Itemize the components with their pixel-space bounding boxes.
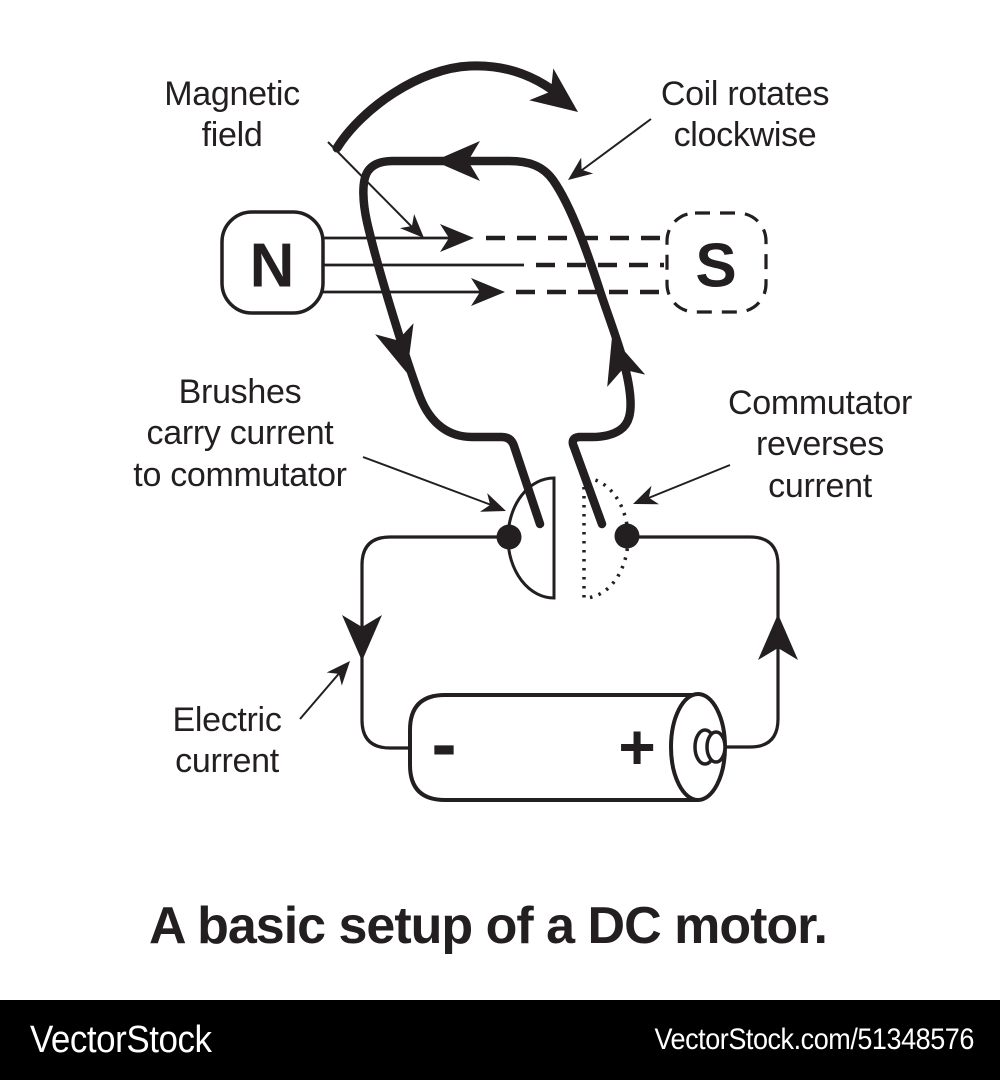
dc-motor-diagram-canvas: N S bbox=[220, 61, 798, 802]
magnetic-field-lines bbox=[323, 235, 664, 295]
commutator-pointer bbox=[645, 464, 731, 500]
north-magnet-box bbox=[220, 210, 325, 315]
electric-current-label: Electric current bbox=[172, 701, 282, 781]
watermark-brand: VectorStock bbox=[30, 1018, 212, 1061]
battery-negative-sign: - bbox=[431, 702, 456, 787]
commutator-label: Commutator reverses current bbox=[727, 384, 913, 505]
brush-contact-left bbox=[496, 524, 522, 550]
south-magnet: S bbox=[665, 211, 768, 314]
south-magnet-letter: S bbox=[695, 232, 736, 301]
magnetic-field-label: Magnetic field bbox=[164, 75, 300, 155]
electric-current-pointer bbox=[299, 669, 343, 720]
south-magnet-box bbox=[665, 211, 768, 314]
brushes-label: Brushes carry current to commutator bbox=[133, 373, 347, 494]
coil-rotation-label: Coil rotates clockwise bbox=[660, 75, 830, 155]
magnetic-field-pointer bbox=[327, 141, 413, 228]
diagram-caption: A basic setup of a DC motor. bbox=[149, 897, 828, 955]
brush-contact-right bbox=[614, 523, 640, 549]
battery-body bbox=[408, 693, 698, 802]
commutator-pointer-head bbox=[629, 485, 659, 514]
watermark-credit-link[interactable]: VectorStock.com/51348576 bbox=[654, 1023, 975, 1056]
coil-loop bbox=[359, 156, 635, 529]
battery-positive-sign: + bbox=[618, 711, 655, 783]
battery-terminal-nub-tip bbox=[705, 730, 727, 764]
north-magnet-letter: N bbox=[250, 232, 295, 301]
coil-rotation-pointer bbox=[577, 118, 652, 174]
battery: - + bbox=[408, 692, 727, 802]
coil-rotation-pointer-head bbox=[561, 157, 594, 188]
north-magnet: N bbox=[220, 210, 325, 315]
rotation-arrow-arc bbox=[332, 61, 569, 153]
brushes-pointer-head bbox=[480, 493, 510, 521]
label-pointer-arrows bbox=[299, 118, 731, 720]
watermark-bar: VectorStock VectorStock.com/51348576 bbox=[0, 1000, 1000, 1080]
dc-motor-diagram: N S bbox=[133, 61, 913, 802]
brushes-pointer bbox=[362, 456, 495, 507]
